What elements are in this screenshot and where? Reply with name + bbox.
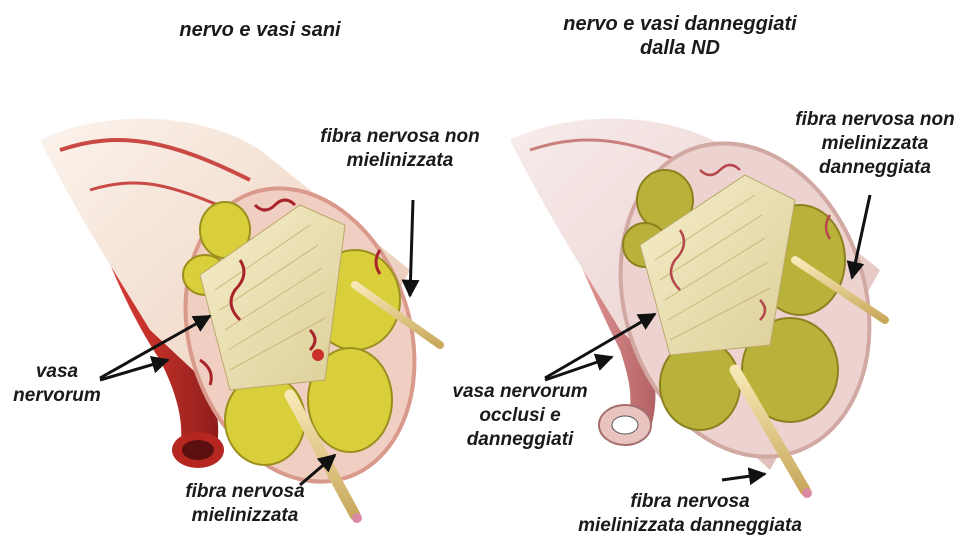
title-healthy: nervo e vasi sani	[160, 18, 360, 42]
label-unmyelinated-damaged: fibra nervosa non mielinizzata danneggia…	[790, 108, 960, 180]
label-vasa-healthy: vasa nervorum	[12, 360, 102, 408]
arrow-left-vasa-2	[100, 360, 168, 380]
label-vasa-damaged: vasa nervorum occlusi e danneggiati	[440, 380, 600, 452]
arrow-right-myelinated	[722, 474, 765, 480]
label-myelinated-healthy: fibra nervosa mielinizzata	[170, 480, 320, 528]
arrow-left-unmyelinated	[410, 200, 413, 296]
label-unmyelinated-healthy: fibra nervosa non mielinizzata	[300, 125, 500, 173]
healthy-nerve	[40, 119, 451, 523]
arrow-right-vasa-2	[545, 357, 612, 380]
label-myelinated-damaged: fibra nervosa mielinizzata danneggiata	[565, 490, 815, 538]
title-damaged: nervo e vasi danneggiati dalla ND	[530, 12, 830, 60]
